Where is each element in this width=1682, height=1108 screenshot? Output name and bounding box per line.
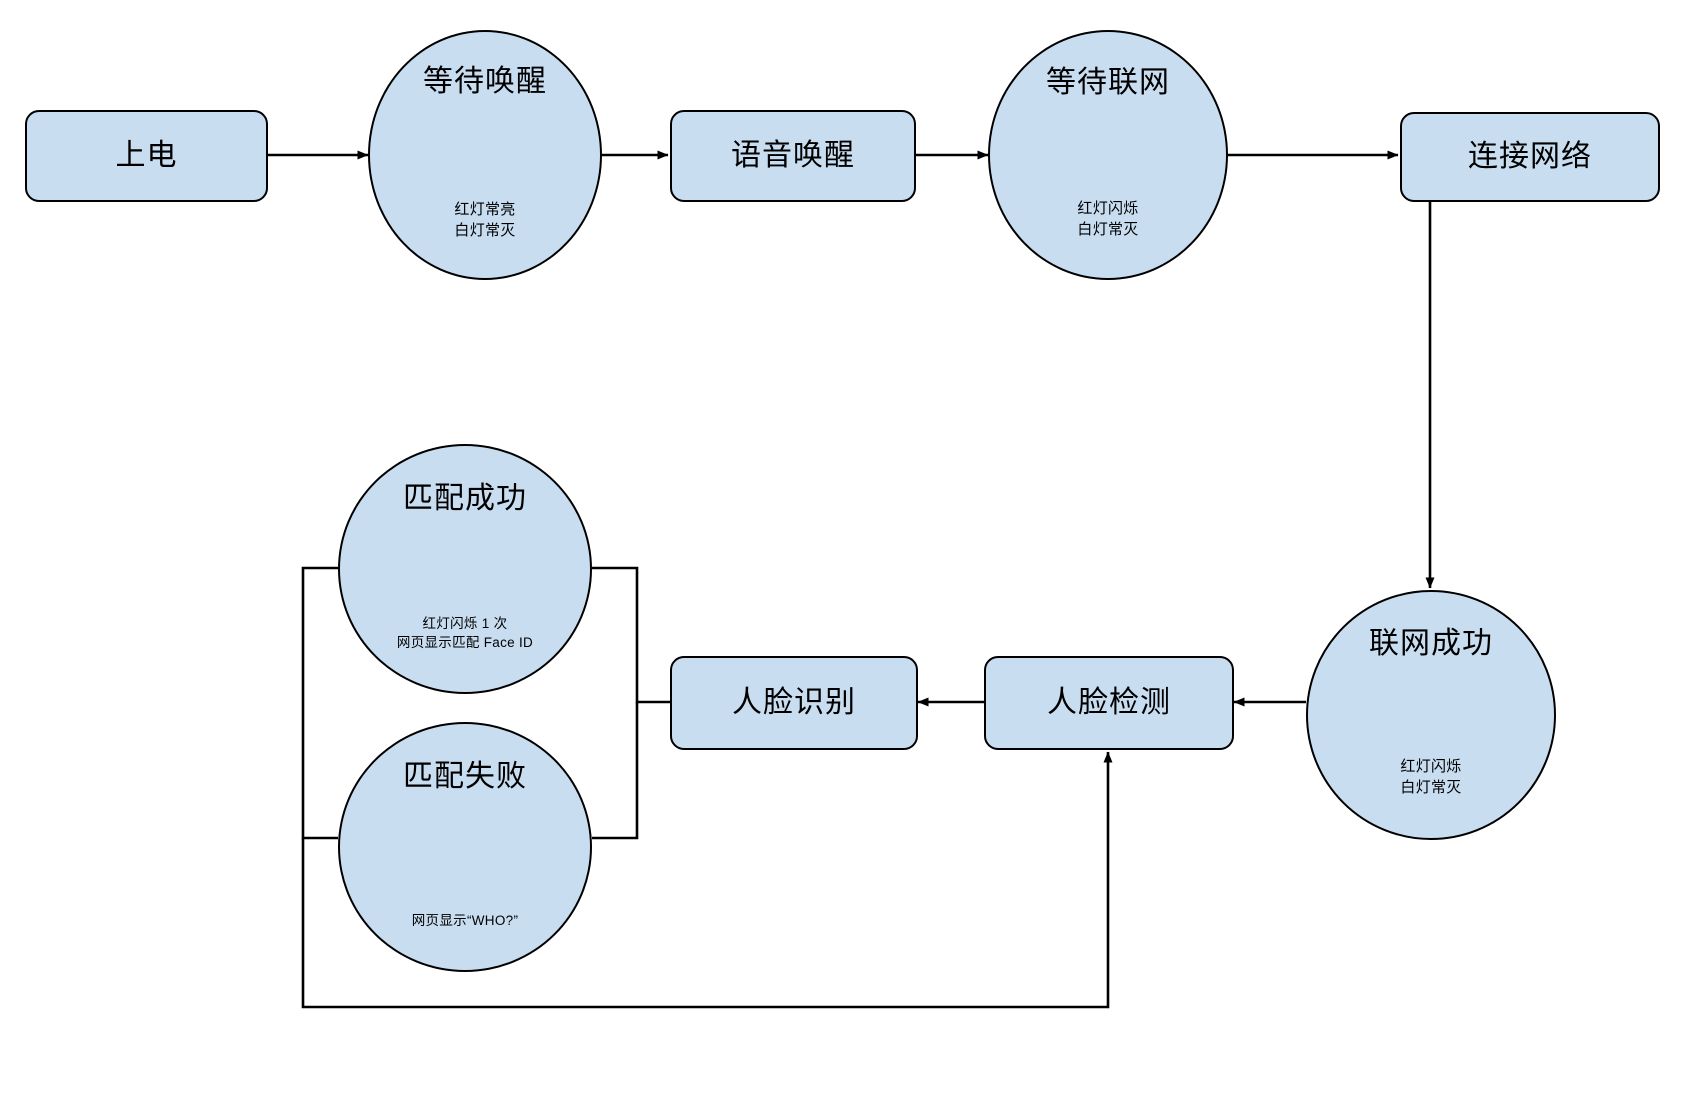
node-power-on-title: 上电 <box>115 139 178 172</box>
node-match-fail-title: 匹配失败 <box>403 760 527 793</box>
node-connect-network-title: 连接网络 <box>1468 140 1592 173</box>
node-wait-network-title: 等待联网 <box>1046 66 1170 100</box>
node-wait-wakeup-title: 等待唤醒 <box>423 65 547 99</box>
node-face-recognize-title: 人脸识别 <box>732 686 856 719</box>
edge-match-fail-to-face-detect-feedback <box>301 751 1113 1009</box>
node-face-detect-title: 人脸检测 <box>1047 686 1171 719</box>
node-match-success[interactable]: 匹配成功 红灯闪烁 1 次 网页显示匹配 Face ID <box>338 444 592 694</box>
node-voice-wakeup-title: 语音唤醒 <box>731 139 855 172</box>
node-face-detect[interactable]: 人脸检测 <box>984 656 1234 750</box>
node-wait-wakeup[interactable]: 等待唤醒 红灯常亮 白灯常灭 <box>368 30 602 280</box>
node-power-on[interactable]: 上电 <box>25 110 268 202</box>
edge-face-recognize-to-match-bracket <box>592 566 670 704</box>
node-network-success-subtitle: 红灯闪烁 白灯常灭 <box>1400 758 1462 797</box>
edge-face-recognize-to-match-fail-bracket <box>592 702 639 840</box>
node-connect-network[interactable]: 连接网络 <box>1400 112 1660 202</box>
node-match-success-subtitle: 红灯闪烁 1 次 网页显示匹配 Face ID <box>396 615 534 650</box>
edge-match-results-left-bracket <box>301 566 338 840</box>
node-network-success[interactable]: 联网成功 红灯闪烁 白灯常灭 <box>1306 590 1556 840</box>
node-match-fail[interactable]: 匹配失败 网页显示“WHO?” <box>338 722 592 972</box>
node-match-success-title: 匹配成功 <box>403 482 527 515</box>
node-voice-wakeup[interactable]: 语音唤醒 <box>670 110 916 202</box>
node-network-success-title: 联网成功 <box>1369 627 1493 661</box>
node-wait-wakeup-subtitle: 红灯常亮 白灯常灭 <box>454 200 516 239</box>
node-match-fail-subtitle: 网页显示“WHO?” <box>411 912 519 928</box>
node-face-recognize[interactable]: 人脸识别 <box>670 656 918 750</box>
node-wait-network[interactable]: 等待联网 红灯闪烁 白灯常灭 <box>988 30 1228 280</box>
node-wait-network-subtitle: 红灯闪烁 白灯常灭 <box>1077 199 1139 238</box>
